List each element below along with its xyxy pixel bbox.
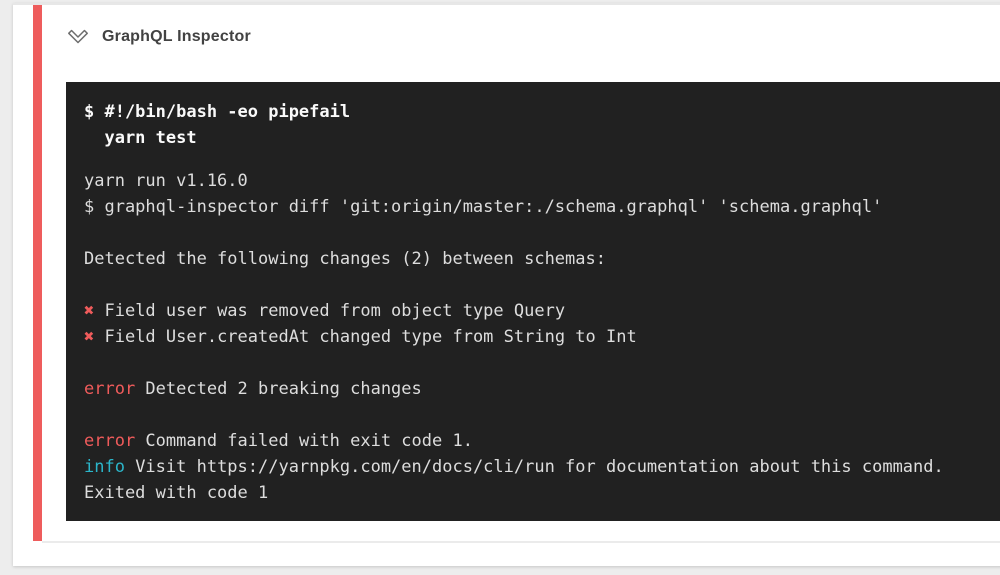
terminal-line: Detected the following changes (2) betwe… bbox=[84, 246, 1000, 272]
terminal-line bbox=[84, 402, 1000, 428]
chevron-down-icon[interactable] bbox=[66, 26, 90, 48]
terminal-line: Exited with code 1 bbox=[84, 480, 1000, 506]
terminal-line: yarn run v1.16.0 bbox=[84, 168, 1000, 194]
terminal-text-segment: error bbox=[84, 431, 136, 451]
terminal-spacer bbox=[84, 151, 1000, 168]
failed-status-bar bbox=[33, 5, 42, 541]
terminal-output: $ #!/bin/bash -eo pipefail yarn test yarn… bbox=[66, 82, 1000, 521]
terminal-text-segment: Detected the following changes (2) betwe… bbox=[84, 249, 606, 269]
terminal-line: $ graphql-inspector diff 'git:origin/mas… bbox=[84, 194, 1000, 220]
step-graphql-inspector: GraphQL Inspector $ #!/bin/bash -eo pipe… bbox=[42, 5, 1000, 543]
terminal-line bbox=[84, 220, 1000, 246]
terminal-text-segment: yarn test bbox=[84, 128, 197, 148]
terminal-text-segment: Visit https://yarnpkg.com/en/docs/cli/ru… bbox=[124, 457, 944, 477]
terminal-line: ✖ Field user was removed from object typ… bbox=[84, 298, 1000, 324]
terminal-text-segment: Command failed with exit code 1. bbox=[135, 431, 473, 451]
terminal-text-segment: yarn run v1.16.0 bbox=[84, 171, 248, 191]
terminal-text-segment: $ graphql-inspector diff 'git:origin/mas… bbox=[84, 197, 883, 217]
terminal-line bbox=[84, 272, 1000, 298]
terminal-text-segment: ✖ bbox=[84, 327, 95, 347]
terminal-line: $ #!/bin/bash -eo pipefail bbox=[84, 99, 1000, 125]
terminal-line: ✖ Field User.createdAt changed type from… bbox=[84, 324, 1000, 350]
step-title: GraphQL Inspector bbox=[102, 28, 251, 45]
terminal-text-segment: Exited with code 1 bbox=[84, 483, 269, 503]
terminal-text-segment: ✖ bbox=[84, 301, 95, 321]
terminal-line bbox=[84, 350, 1000, 376]
terminal-line: info Visit https://yarnpkg.com/en/docs/c… bbox=[84, 454, 1000, 480]
terminal-line: error Detected 2 breaking changes bbox=[84, 376, 1000, 402]
step-header[interactable]: GraphQL Inspector bbox=[66, 5, 1000, 48]
terminal-text-segment: Field User.createdAt changed type from S… bbox=[94, 327, 637, 347]
terminal-line: error Command failed with exit code 1. bbox=[84, 428, 1000, 454]
terminal-text-segment: error bbox=[84, 379, 136, 399]
terminal-text-segment: info bbox=[84, 457, 125, 477]
terminal-text-segment: Field user was removed from object type … bbox=[94, 301, 566, 321]
build-output-card: GraphQL Inspector $ #!/bin/bash -eo pipe… bbox=[13, 3, 1000, 566]
terminal-text-segment: $ #!/bin/bash -eo pipefail bbox=[84, 102, 351, 122]
terminal-text-segment: Detected 2 breaking changes bbox=[135, 379, 422, 399]
terminal-line: yarn test bbox=[84, 125, 1000, 151]
